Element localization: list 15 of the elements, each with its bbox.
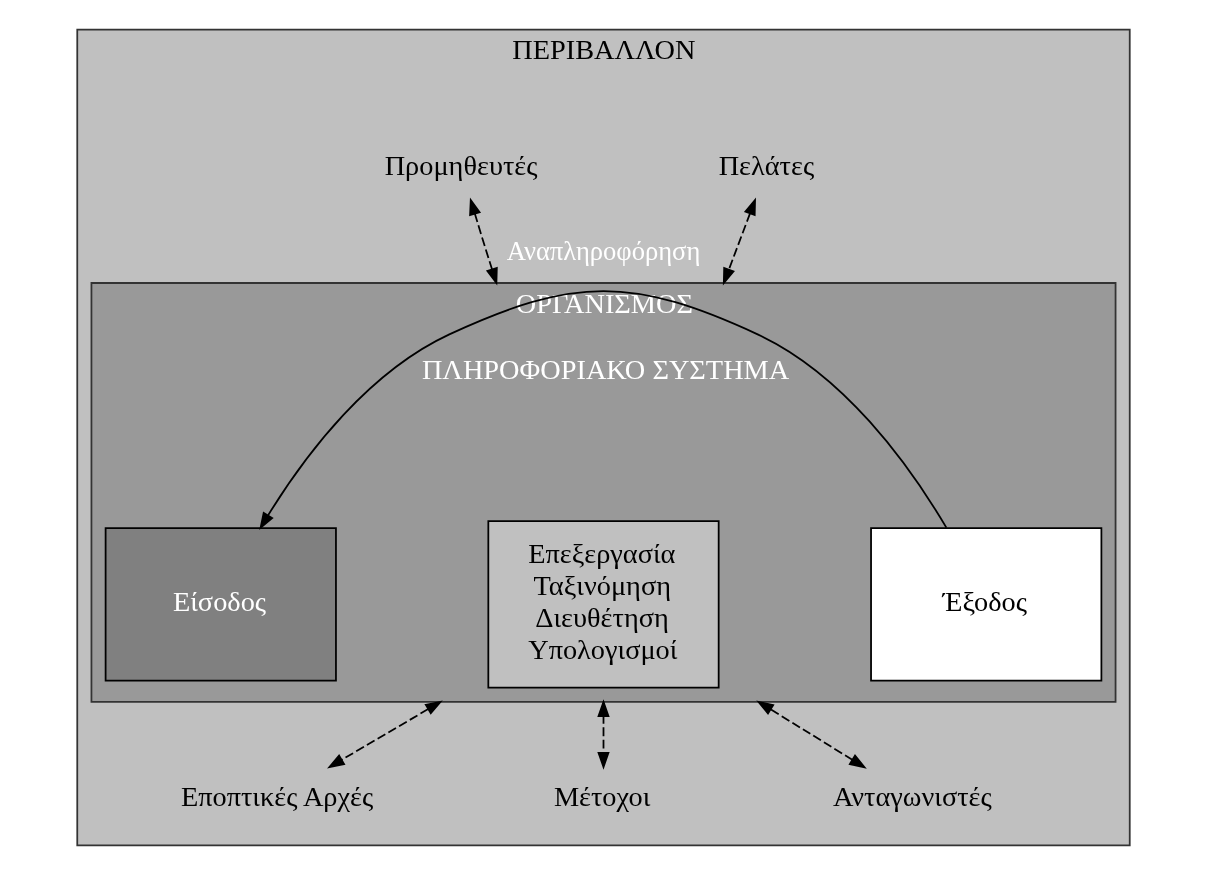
arrow	[755, 700, 867, 769]
node-box: Έξοδος	[869, 527, 1102, 682]
arrow	[258, 290, 947, 530]
edge-label: Αναπληροφόρηση	[506, 235, 700, 266]
arrow	[722, 197, 756, 286]
arrow	[468, 197, 498, 286]
node-text: Μέτοχοι	[553, 781, 650, 813]
node-text: Πελάτες	[718, 149, 814, 181]
node-box: Επεξεργασία Ταξινόμηση Διευθέτηση Υπολογισμοί	[486, 520, 720, 689]
node-text: Προμηθευτές	[384, 149, 537, 181]
node-text: Ανταγωνιστές	[832, 781, 992, 813]
arrow	[326, 700, 443, 769]
node-box: Είσοδος	[104, 527, 337, 682]
node-text: Εποπτικές Αρχές	[180, 781, 373, 813]
arrow	[596, 699, 610, 770]
